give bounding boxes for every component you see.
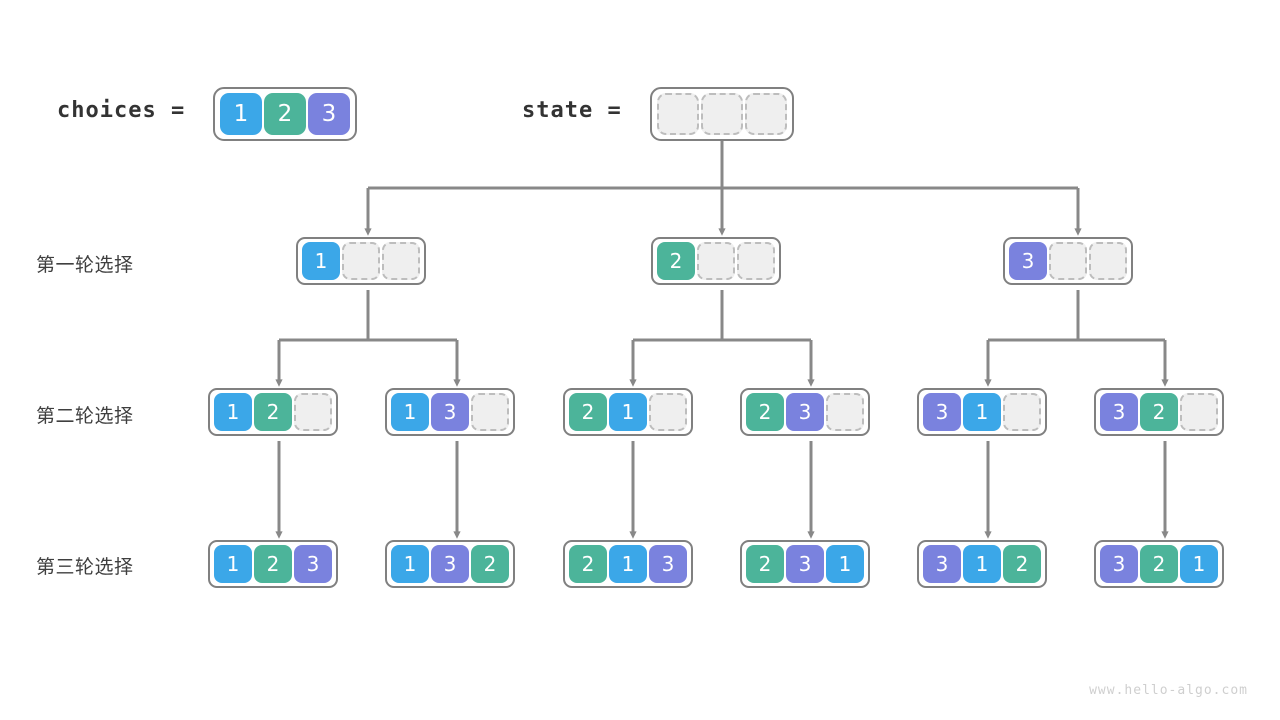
cell-filled: 2 [1003, 545, 1041, 583]
cell-empty [697, 242, 735, 280]
cell-empty [342, 242, 380, 280]
cell-filled: 2 [569, 545, 607, 583]
cell-empty [471, 393, 509, 431]
cell-filled: 1 [214, 545, 252, 583]
cell-filled: 3 [786, 545, 824, 583]
choices-label: choices = [57, 98, 186, 123]
watermark: www.hello-algo.com [1089, 683, 1248, 698]
cell-filled: 1 [391, 545, 429, 583]
cell-filled: 3 [431, 393, 469, 431]
cell-empty [382, 242, 420, 280]
row-label-round-1: 第一轮选择 [36, 255, 134, 276]
cell-filled: 1 [391, 393, 429, 431]
cell-filled: 2 [254, 393, 292, 431]
cell-empty [649, 393, 687, 431]
state-label: state = [522, 98, 622, 123]
state-array [650, 87, 794, 141]
cell-filled: 3 [649, 545, 687, 583]
cell-filled: 2 [746, 545, 784, 583]
cell-filled: 3 [923, 393, 961, 431]
cell-filled: 1 [826, 545, 864, 583]
cell-empty [1049, 242, 1087, 280]
cell-filled: 3 [1009, 242, 1047, 280]
cell-empty [1089, 242, 1127, 280]
cell-empty [1003, 393, 1041, 431]
cell-filled: 2 [1140, 545, 1178, 583]
row-label-round-3: 第三轮选择 [36, 557, 134, 578]
cell-filled: 2 [471, 545, 509, 583]
cell-empty [294, 393, 332, 431]
cell-filled: 2 [657, 242, 695, 280]
row-label-round-2: 第二轮选择 [36, 406, 134, 427]
cell-filled: 3 [1100, 545, 1138, 583]
cell-filled: 1 [220, 93, 262, 135]
level1-node-1: 1 [296, 237, 426, 285]
cell-filled: 2 [264, 93, 306, 135]
cell-filled: 3 [294, 545, 332, 583]
cell-filled: 1 [963, 393, 1001, 431]
cell-filled: 3 [308, 93, 350, 135]
cell-filled: 1 [609, 393, 647, 431]
cell-filled: 2 [746, 393, 784, 431]
cell-filled: 1 [1180, 545, 1218, 583]
cell-filled: 1 [609, 545, 647, 583]
cell-filled: 2 [254, 545, 292, 583]
cell-filled: 3 [923, 545, 961, 583]
cell-empty [745, 93, 787, 135]
cell-filled: 1 [963, 545, 1001, 583]
cell-filled: 3 [431, 545, 469, 583]
cell-filled: 3 [786, 393, 824, 431]
cell-filled: 1 [214, 393, 252, 431]
cell-empty [657, 93, 699, 135]
level1-node-2: 2 [651, 237, 781, 285]
cell-filled: 2 [569, 393, 607, 431]
cell-filled: 1 [302, 242, 340, 280]
level1-node-3: 3 [1003, 237, 1133, 285]
cell-empty [701, 93, 743, 135]
cell-empty [1180, 393, 1218, 431]
cell-filled: 3 [1100, 393, 1138, 431]
cell-empty [826, 393, 864, 431]
cell-empty [737, 242, 775, 280]
cell-filled: 2 [1140, 393, 1178, 431]
